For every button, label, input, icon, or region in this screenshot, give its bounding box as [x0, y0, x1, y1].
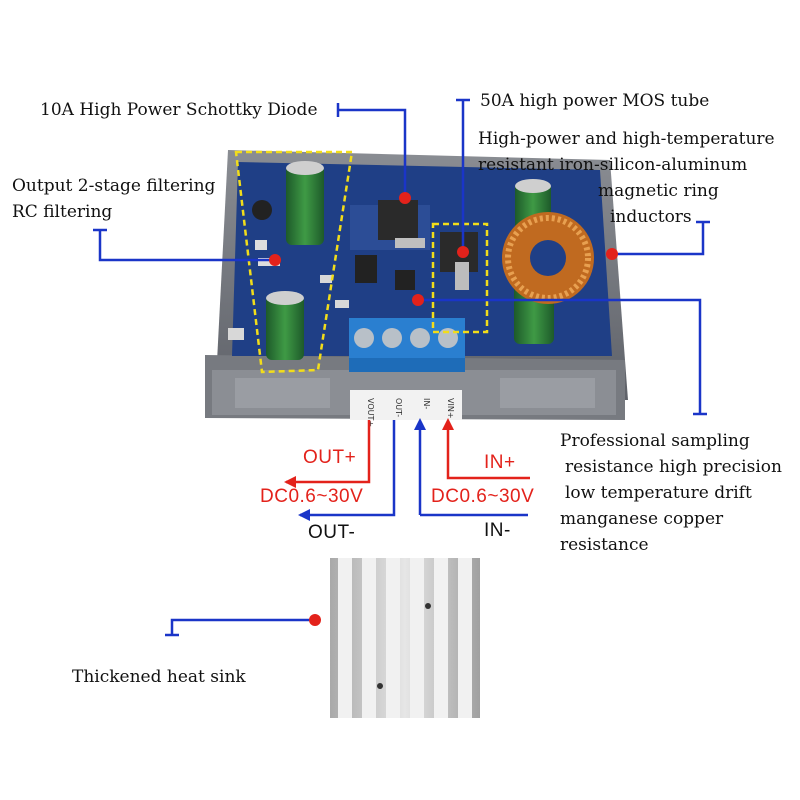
board-label-vin: VIN+ — [446, 398, 455, 419]
callout-sampling-line4: manganese copper — [560, 509, 724, 529]
callout-filter-line2: RC filtering — [12, 202, 113, 222]
callout-sampling-line3: low temperature drift — [565, 483, 752, 503]
callout-sampling-line1: Professional sampling — [560, 431, 750, 451]
callout-filter-line1: Output 2-stage filtering — [12, 176, 216, 196]
board-label-in-minus: IN- — [422, 398, 431, 409]
terminal-in-minus: IN- — [484, 520, 511, 541]
highlight-mos-area — [431, 222, 489, 334]
terminal-arrows — [284, 418, 530, 521]
callout-inductor-line2: resistant iron-silicon-aluminum — [478, 155, 748, 175]
callout-lines — [93, 98, 710, 637]
terminal-label-strip: VOUT+ OUT- IN- VIN+ — [350, 390, 462, 427]
capacitor-output-top — [286, 161, 324, 245]
toroid-inductor — [502, 212, 594, 304]
board-label-vout: VOUT+ — [366, 398, 375, 427]
terminal-out-range: DC0.6~30V — [260, 486, 364, 507]
heat-sink — [330, 558, 480, 718]
terminal-in-plus: IN+ — [484, 452, 516, 473]
callout-inductor-line4: inductors — [610, 207, 692, 227]
capacitor-output-bottom — [266, 291, 304, 360]
callout-sampling-line5: resistance — [560, 535, 649, 555]
callout-inductor-line1: High-power and high-temperature — [478, 129, 775, 149]
callout-heat-sink: Thickened heat sink — [72, 667, 246, 687]
terminal-in-range: DC0.6~30V — [431, 486, 535, 507]
terminal-block — [349, 318, 465, 372]
callout-sampling-line2: resistance high precision — [565, 457, 782, 477]
callout-markers — [269, 192, 618, 626]
callout-mos-tube: 50A high power MOS tube — [480, 91, 710, 111]
callout-schottky-diode: 10A High Power Schottky Diode — [40, 100, 318, 120]
terminal-out-plus: OUT+ — [303, 447, 357, 468]
callout-inductor-line3: magnetic ring — [598, 181, 719, 201]
board-label-out-minus: OUT- — [394, 398, 403, 417]
terminal-out-minus: OUT- — [308, 522, 356, 543]
